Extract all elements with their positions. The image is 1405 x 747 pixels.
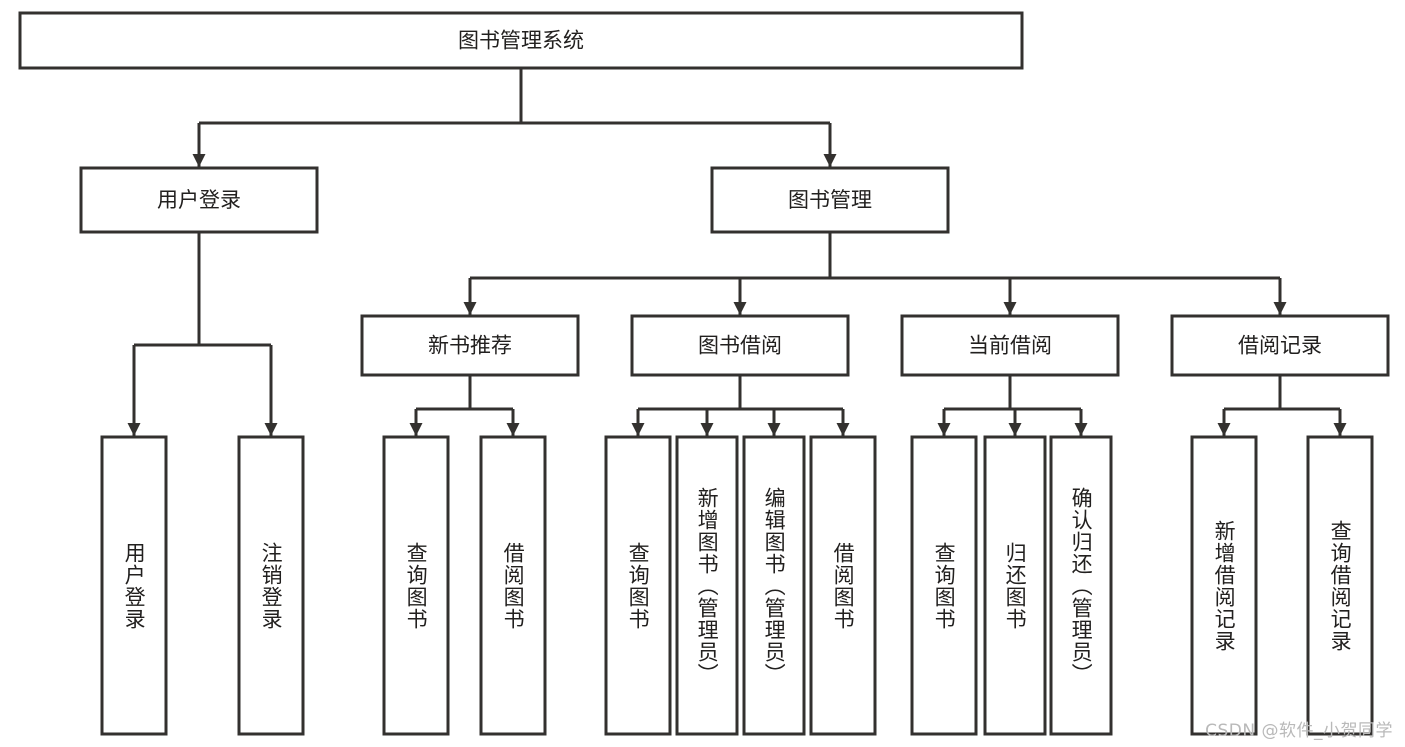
arrow-head-icon — [937, 423, 951, 436]
node-box[interactable] — [710, 166, 950, 234]
node-box[interactable] — [1049, 435, 1113, 736]
arrow-head-icon — [506, 423, 520, 436]
connector-layer — [127, 68, 1347, 436]
node-label: 新书推荐 — [428, 334, 512, 358]
node-box[interactable] — [100, 435, 168, 736]
node-box[interactable] — [1170, 314, 1390, 377]
arrow-head-icon — [1008, 423, 1022, 436]
arrow-head-icon — [631, 423, 645, 436]
node-box[interactable] — [604, 435, 672, 736]
node-box[interactable] — [18, 11, 1024, 70]
watermark: CSDN @软件_小贺同学 — [1205, 721, 1393, 741]
node-box[interactable] — [630, 314, 850, 377]
arrow-head-icon — [1273, 302, 1287, 315]
node-box[interactable] — [1190, 435, 1258, 736]
node-box[interactable] — [675, 435, 739, 736]
arrow-head-icon — [1333, 423, 1347, 436]
arrow-head-icon — [733, 302, 747, 315]
node-box[interactable] — [742, 435, 806, 736]
arrow-head-icon — [823, 154, 837, 167]
arrow-head-icon — [463, 302, 477, 315]
node-box[interactable] — [900, 314, 1120, 377]
arrow-head-icon — [767, 423, 781, 436]
node-label: 图书借阅 — [698, 334, 782, 358]
node-label: 借阅记录 — [1238, 334, 1322, 358]
node-box[interactable] — [910, 435, 978, 736]
arrow-head-icon — [127, 423, 141, 436]
node-box[interactable] — [983, 435, 1047, 736]
node-box[interactable] — [79, 166, 319, 234]
arrow-head-icon — [836, 423, 850, 436]
node-label: 图书管理 — [788, 188, 872, 212]
node-box[interactable] — [382, 435, 450, 736]
node-box[interactable] — [809, 435, 877, 736]
node-box[interactable] — [237, 435, 305, 736]
node-box[interactable] — [360, 314, 580, 377]
node-label: 当前借阅 — [968, 334, 1052, 358]
node-label: 用户登录 — [157, 188, 241, 212]
node-label: 图书管理系统 — [458, 29, 584, 53]
arrow-head-icon — [409, 423, 423, 436]
arrow-head-icon — [700, 423, 714, 436]
arrow-head-icon — [1003, 302, 1017, 315]
node-box-layer — [18, 11, 1390, 736]
arrow-head-icon — [264, 423, 278, 436]
node-box[interactable] — [479, 435, 547, 736]
arrow-head-icon — [1074, 423, 1088, 436]
arrow-head-icon — [1217, 423, 1231, 436]
arrow-head-icon — [192, 154, 206, 167]
node-box[interactable] — [1306, 435, 1374, 736]
